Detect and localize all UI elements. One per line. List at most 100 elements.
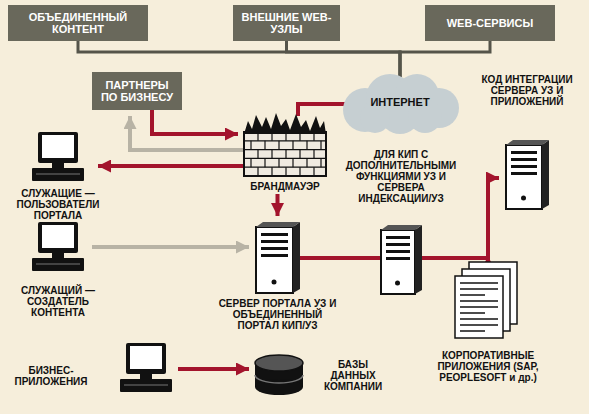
drive-slot <box>511 158 537 161</box>
screen <box>42 225 74 248</box>
stand <box>52 253 64 258</box>
brick-joint <box>278 158 279 167</box>
power-led <box>521 196 526 201</box>
workstation-outline <box>30 222 86 277</box>
db-top <box>255 355 303 371</box>
tower-side <box>415 225 422 294</box>
source-box: ОБЪЕДИНЕННЫЙ КОНТЕНТ <box>8 5 148 41</box>
server-tower-outline <box>380 225 422 295</box>
brick-joint <box>250 141 251 150</box>
source-box: WEB-СЕРВИСЫ <box>425 5 555 41</box>
connector <box>130 116 244 150</box>
node-label: СЛУЖАЩИЙ — СОЗДАТЕЛЬ КОНТЕНТА <box>8 285 108 318</box>
keyboard-line <box>36 174 80 175</box>
brick-joint <box>278 141 279 150</box>
document-stack-outline <box>455 262 520 340</box>
base <box>32 258 84 271</box>
node-label: ДЛЯ КИП С ДОПОЛНИТЕЛЬНЫМИ ФУНКЦИЯМИ УЗ И… <box>341 149 461 204</box>
node-label: СЛУЖАЩИЕ — ПОЛЬЗОВАТЕЛИ ПОРТАЛА <box>8 188 108 221</box>
tower-side <box>542 140 549 209</box>
sheet-line <box>460 318 498 320</box>
drive-slot <box>261 233 288 236</box>
monitor <box>38 222 78 253</box>
brick-joint <box>292 158 293 167</box>
drive-slot <box>386 236 410 239</box>
connector <box>276 194 280 216</box>
node-label: КОД ИНТЕГРАЦИИ СЕРВЕРА УЗ И ПРИЛОЖЕНИЙ <box>467 74 587 107</box>
node-label: БРАНДМАУЭР <box>238 181 332 192</box>
drive-slot <box>386 257 410 260</box>
sheet <box>455 276 503 338</box>
brick-joint <box>313 150 314 159</box>
connector <box>92 245 249 249</box>
keyboard-line <box>124 385 168 386</box>
source-box: ПАРТНЕРЫ ПО БИЗНЕСУ <box>92 72 182 110</box>
connector <box>300 256 380 260</box>
monitor <box>38 132 78 163</box>
brick-joint <box>257 167 258 176</box>
connector <box>98 164 244 168</box>
source-box: ВНЕШНИЕ WEB-УЗЛЫ <box>233 5 340 41</box>
brick-joint <box>250 158 251 167</box>
server-tower: ДЛЯ КИП С ДОПОЛНИТЕЛЬНЫМИ ФУНКЦИЯМИ УЗ И… <box>380 225 422 295</box>
tower-top <box>381 225 422 230</box>
connector <box>298 104 345 116</box>
brick-joint <box>320 141 321 150</box>
drive-slot <box>261 247 288 250</box>
box-label: ВНЕШНИЕ WEB-УЗЛЫ <box>233 11 340 35</box>
tower-body <box>256 227 293 293</box>
screen <box>42 135 74 158</box>
document-stack: КОРПОРАТИВНЫЕ ПРИЛОЖЕНИЯ (SAP, PEOPLESOF… <box>455 262 520 340</box>
keyboard-line <box>36 264 80 265</box>
stand <box>140 374 152 379</box>
db-band <box>255 375 303 383</box>
flames <box>244 113 326 134</box>
workstation: СЛУЖАЩИЕ — ПОЛЬЗОВАТЕЛИ ПОРТАЛА <box>30 132 86 184</box>
box-label: ПАРТНЕРЫ ПО БИЗНЕСУ <box>92 79 182 103</box>
sheet-line <box>460 288 498 290</box>
brick-joint <box>271 150 272 159</box>
tower-side <box>293 222 300 293</box>
base <box>32 168 84 181</box>
connector <box>178 367 249 371</box>
drive-slot <box>511 172 537 175</box>
sheet-line <box>460 330 485 332</box>
connector <box>287 41 401 77</box>
tower-top <box>256 222 300 227</box>
sheet-line <box>460 282 498 284</box>
brick-joint <box>299 150 300 159</box>
workstation: БИЗНЕС-ПРИЛОЖЕНИЯ <box>118 343 174 395</box>
wall-body <box>244 132 326 176</box>
drive-slot <box>261 254 288 257</box>
brick-joint <box>306 158 307 167</box>
server-tower-outline <box>505 140 549 210</box>
node-label: КОРПОРАТИВНЫЕ ПРИЛОЖЕНИЯ (SAP, PEOPLESOF… <box>413 350 563 383</box>
sheet-line <box>460 312 485 314</box>
sheet-line <box>460 294 485 296</box>
power-led <box>395 281 400 286</box>
node-label: БИЗНЕС-ПРИЛОЖЕНИЯ <box>12 365 90 387</box>
node-label: ИНТЕРНЕТ <box>335 97 465 108</box>
firewall-icon: БРАНДМАУЭР <box>238 112 332 194</box>
brick-joint <box>320 158 321 167</box>
drive-slot <box>386 243 410 246</box>
brick-joint <box>313 167 314 176</box>
sheet-line <box>460 300 498 302</box>
sheet-line <box>460 306 498 308</box>
server-tower: СЕРВЕР ПОРТАЛА УЗ И ОБЪЕДИНЕННЫЙ ПОРТАЛ … <box>255 222 300 294</box>
drive-slot <box>511 151 537 154</box>
base <box>120 379 172 392</box>
stand <box>52 163 64 168</box>
connector <box>422 256 488 258</box>
drive-slot <box>386 250 410 253</box>
sheet-line <box>460 324 498 326</box>
node-label: СЕРВЕР ПОРТАЛА УЗ И ОБЪЕДИНЕННЫЙ ПОРТАЛ … <box>215 298 340 331</box>
brick-joint <box>264 158 265 167</box>
server-tower-outline <box>255 222 300 294</box>
brick-joint <box>271 167 272 176</box>
connector <box>422 178 499 258</box>
tower-top <box>506 140 549 145</box>
connector <box>400 41 490 77</box>
brick-joint <box>257 150 258 159</box>
